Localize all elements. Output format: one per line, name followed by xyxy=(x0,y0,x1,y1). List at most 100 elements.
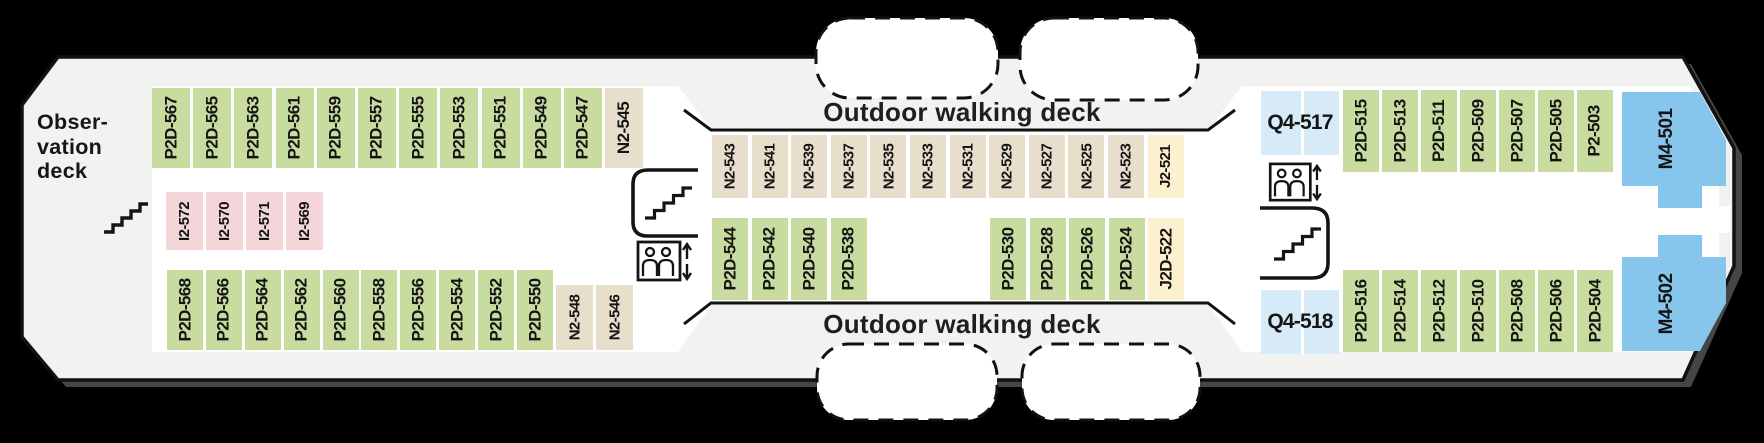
cabin-p2d-505[interactable]: P2D-505 xyxy=(1538,90,1574,172)
cabin-label: P2D-540 xyxy=(799,227,819,291)
cabin-label: I2-571 xyxy=(256,201,273,241)
cabin-p2d-510[interactable]: P2D-510 xyxy=(1460,270,1496,352)
cabin-label: N2-541 xyxy=(761,143,779,190)
cabin-p2d-504[interactable]: P2D-504 xyxy=(1577,270,1613,352)
cabin-p2d-506[interactable]: P2D-506 xyxy=(1538,270,1574,352)
cabin-label: N2-537 xyxy=(840,143,858,190)
cabin-label: P2D-558 xyxy=(369,278,389,342)
cabin-q4-517[interactable]: Q4-517 xyxy=(1261,91,1339,155)
cabin-p2d-558[interactable]: P2D-558 xyxy=(361,270,398,350)
cabin-label: P2D-506 xyxy=(1546,279,1565,343)
cabin-p2d-553[interactable]: P2D-553 xyxy=(440,88,479,168)
cabin-label: P2D-526 xyxy=(1077,227,1097,291)
cabin-label: P2D-562 xyxy=(291,278,311,342)
cabin-p2d-547[interactable]: P2D-547 xyxy=(563,88,602,168)
cabin-n2-548[interactable]: N2-548 xyxy=(556,285,593,350)
cabin-i2-569[interactable]: I2-569 xyxy=(286,192,323,250)
cabin-label: P2D-551 xyxy=(490,96,510,160)
cabin-label: N2-531 xyxy=(959,143,977,190)
cabin-n2-533[interactable]: N2-533 xyxy=(909,135,946,198)
cabin-p2d-538[interactable]: P2D-538 xyxy=(830,218,867,300)
cabin-p2d-555[interactable]: P2D-555 xyxy=(399,88,438,168)
cabin-n2-541[interactable]: N2-541 xyxy=(751,135,788,198)
cabin-label: P2D-510 xyxy=(1468,279,1487,343)
cabin-p2d-560[interactable]: P2D-560 xyxy=(322,270,359,350)
cabin-n2-545[interactable]: N2-545 xyxy=(605,88,644,168)
cabin-p2d-567[interactable]: P2D-567 xyxy=(152,88,190,168)
cabin-n2-529[interactable]: N2-529 xyxy=(989,135,1026,198)
cabin-p2d-564[interactable]: P2D-564 xyxy=(244,270,281,350)
cabin-label: P2D-513 xyxy=(1390,99,1409,163)
cabin-p2d-556[interactable]: P2D-556 xyxy=(400,270,437,350)
cabin-p2d-557[interactable]: P2D-557 xyxy=(357,88,396,168)
bow-corridor xyxy=(1712,206,1730,233)
cabin-p2d-511[interactable]: P2D-511 xyxy=(1421,90,1457,172)
cabin-n2-546[interactable]: N2-546 xyxy=(596,285,633,350)
cabin-n2-539[interactable]: N2-539 xyxy=(791,135,828,198)
cabin-p2d-566[interactable]: P2D-566 xyxy=(205,270,242,350)
cabin-p2d-542[interactable]: P2D-542 xyxy=(751,218,788,300)
cabin-p2-503[interactable]: P2-503 xyxy=(1577,90,1613,172)
outdoor-walking-deck-label-top: Outdoor walking deck xyxy=(823,97,1101,127)
cabin-p2d-552[interactable]: P2D-552 xyxy=(478,270,515,350)
cabin-p2d-509[interactable]: P2D-509 xyxy=(1460,90,1496,172)
cabin-p2d-565[interactable]: P2D-565 xyxy=(193,88,232,168)
cabin-n2-531[interactable]: N2-531 xyxy=(949,135,986,198)
cabin-label: P2D-556 xyxy=(408,278,428,342)
cabin-p2d-512[interactable]: P2D-512 xyxy=(1421,270,1457,352)
cabin-label: P2D-515 xyxy=(1351,99,1370,163)
cabin-n2-523[interactable]: N2-523 xyxy=(1107,135,1144,198)
cabin-row-starboard-mid-fwd: P2D-544 P2D-542 P2D-540 P2D-538 xyxy=(712,218,867,300)
cabin-label: I2-570 xyxy=(216,201,233,241)
observation-deck-label: Obser- vation deck xyxy=(37,110,109,183)
cabin-n2-543[interactable]: N2-543 xyxy=(712,135,748,198)
cabin-label: M4-502 xyxy=(1656,273,1677,335)
cabin-p2d-544[interactable]: P2D-544 xyxy=(712,218,748,300)
cabin-label: N2-535 xyxy=(879,143,897,190)
cabin-i2-572[interactable]: I2-572 xyxy=(166,192,203,250)
cabin-label: I2-572 xyxy=(176,201,193,241)
cabin-p2d-524[interactable]: P2D-524 xyxy=(1108,218,1145,300)
cabin-j2d-522[interactable]: J2D-522 xyxy=(1148,218,1185,300)
cabin-p2d-563[interactable]: P2D-563 xyxy=(234,88,273,168)
cabin-q4-518[interactable]: Q4-518 xyxy=(1261,290,1339,354)
cabin-label: P2D-544 xyxy=(720,227,739,291)
cabin-p2d-514[interactable]: P2D-514 xyxy=(1382,270,1418,352)
cabin-p2d-562[interactable]: P2D-562 xyxy=(283,270,320,350)
cabin-label: N2-527 xyxy=(1038,143,1056,190)
cabin-label: P2D-511 xyxy=(1429,100,1448,162)
cabin-p2d-526[interactable]: P2D-526 xyxy=(1069,218,1106,300)
cabin-n2-527[interactable]: N2-527 xyxy=(1028,135,1065,198)
cabin-label: P2D-508 xyxy=(1507,279,1526,343)
cabin-label: P2D-566 xyxy=(213,278,233,342)
cabin-p2d-568[interactable]: P2D-568 xyxy=(167,270,203,350)
cabin-label: P2D-565 xyxy=(202,96,222,160)
cabin-p2d-549[interactable]: P2D-549 xyxy=(522,88,561,168)
cabin-label: N2-546 xyxy=(606,294,624,341)
cabin-p2d-551[interactable]: P2D-551 xyxy=(481,88,520,168)
cabin-i2-570[interactable]: I2-570 xyxy=(206,192,243,250)
cabin-p2d-515[interactable]: P2D-515 xyxy=(1343,90,1379,172)
cabin-label: P2D-554 xyxy=(447,278,467,342)
cabin-label: P2D-505 xyxy=(1546,99,1565,163)
cabin-n2-525[interactable]: N2-525 xyxy=(1068,135,1105,198)
elevator-icon xyxy=(636,240,692,282)
cabin-i2-571[interactable]: I2-571 xyxy=(246,192,283,250)
cabin-p2d-554[interactable]: P2D-554 xyxy=(439,270,476,350)
cabin-p2d-508[interactable]: P2D-508 xyxy=(1499,270,1535,352)
cabin-p2d-550[interactable]: P2D-550 xyxy=(517,270,554,350)
cabin-label: P2D-552 xyxy=(486,278,506,342)
cabin-p2d-507[interactable]: P2D-507 xyxy=(1499,90,1535,172)
cabin-n2-535[interactable]: N2-535 xyxy=(870,135,907,198)
cabin-n2-537[interactable]: N2-537 xyxy=(830,135,867,198)
cabin-p2d-528[interactable]: P2D-528 xyxy=(1029,218,1066,300)
cabin-p2d-559[interactable]: P2D-559 xyxy=(316,88,355,168)
cabin-p2d-540[interactable]: P2D-540 xyxy=(791,218,828,300)
cabin-p2d-561[interactable]: P2D-561 xyxy=(275,88,314,168)
cabin-p2d-530[interactable]: P2D-530 xyxy=(990,218,1026,300)
cabin-p2d-513[interactable]: P2D-513 xyxy=(1382,90,1418,172)
cabin-p2d-516[interactable]: P2D-516 xyxy=(1343,270,1379,352)
lifeboat-outline xyxy=(814,16,1000,100)
cabin-j2-521[interactable]: J2-521 xyxy=(1147,135,1184,198)
cabin-row-port-mid: N2-543 N2-541 N2-539 N2-537 N2-535 N2-533 N2-5… xyxy=(712,135,1184,198)
